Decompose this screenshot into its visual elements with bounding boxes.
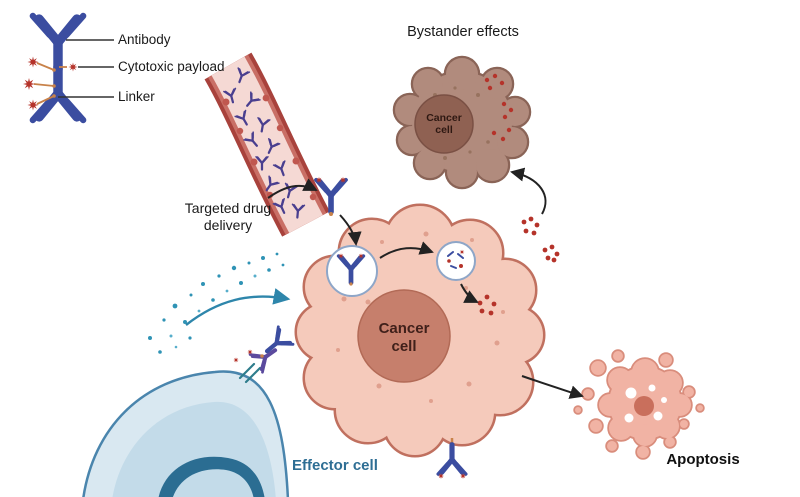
apoptosis-label: Apoptosis — [666, 451, 739, 468]
vessel-endothelium-bumps — [222, 94, 317, 201]
arrow-effector-attack — [185, 288, 291, 326]
bystander-cancer-cell-label-line2: cell — [435, 124, 453, 136]
effector-nucleus-highlight — [173, 469, 254, 497]
bystander-cancer-cell: Cancer cell — [395, 58, 529, 187]
degraded-adc-fragments — [447, 251, 464, 269]
antibody-label: Antibody — [118, 32, 171, 47]
fc-receptor-bridge — [233, 327, 293, 384]
effector-cell-label: Effector cell — [292, 457, 378, 474]
arrow-endosome-to-lysosome — [379, 241, 434, 259]
antibody-icon — [33, 16, 83, 70]
cancer-cell-main: Cancer cell — [297, 206, 543, 455]
linker-label: Linker — [118, 89, 155, 104]
bystander-effects-label: Bystander effects — [407, 24, 519, 40]
legend-pointer-lines — [58, 39, 114, 98]
adc-icon-free — [316, 176, 347, 216]
bystander-nucleus — [414, 94, 474, 154]
cancer-cell-label-line2: cell — [391, 338, 416, 355]
blood-vessel — [204, 52, 330, 237]
extracellular-payload-dots — [521, 216, 560, 263]
vessel-lumen — [211, 56, 323, 233]
apoptotic-cell — [573, 349, 705, 460]
released-payload-dots — [477, 294, 497, 316]
effector-cell — [82, 370, 290, 497]
antibody-icon — [33, 67, 83, 121]
vesicle-endosome — [326, 245, 378, 297]
cancer-cell-label: Cancer — [379, 320, 430, 337]
vesicle-lysosome — [436, 241, 476, 281]
cancer-cell-speckles — [336, 231, 505, 403]
adc-structure-legend: Antibody Cytotoxic payload Linker — [23, 16, 225, 120]
linker-dots — [52, 68, 56, 98]
arrow-payload-to-bystander — [510, 167, 547, 215]
bystander-payload-dots — [484, 73, 514, 142]
arrow-to-apoptosis — [521, 375, 584, 399]
bystander-cancer-cell-label: Cancer — [426, 112, 462, 124]
fc-receptor-icon — [238, 362, 262, 384]
apoptotic-nucleus — [634, 396, 654, 416]
apoptotic-vacuoles — [624, 384, 667, 423]
bridging-antibody-icon — [250, 341, 281, 372]
arrow-vessel-to-adc — [267, 178, 318, 199]
membrane-adc-icon — [438, 438, 466, 479]
targeted-delivery-label: Targeted drug — [185, 200, 271, 216]
cancer-nucleus — [357, 289, 451, 383]
linker-icon — [33, 62, 67, 105]
arrow-payload-release — [460, 283, 479, 303]
cytotoxic-payload-label: Cytotoxic payload — [118, 59, 225, 74]
immune-granule-dots — [148, 252, 285, 354]
arrow-adc-to-cell — [339, 214, 362, 246]
targeted-delivery-label-line2: delivery — [204, 217, 252, 233]
